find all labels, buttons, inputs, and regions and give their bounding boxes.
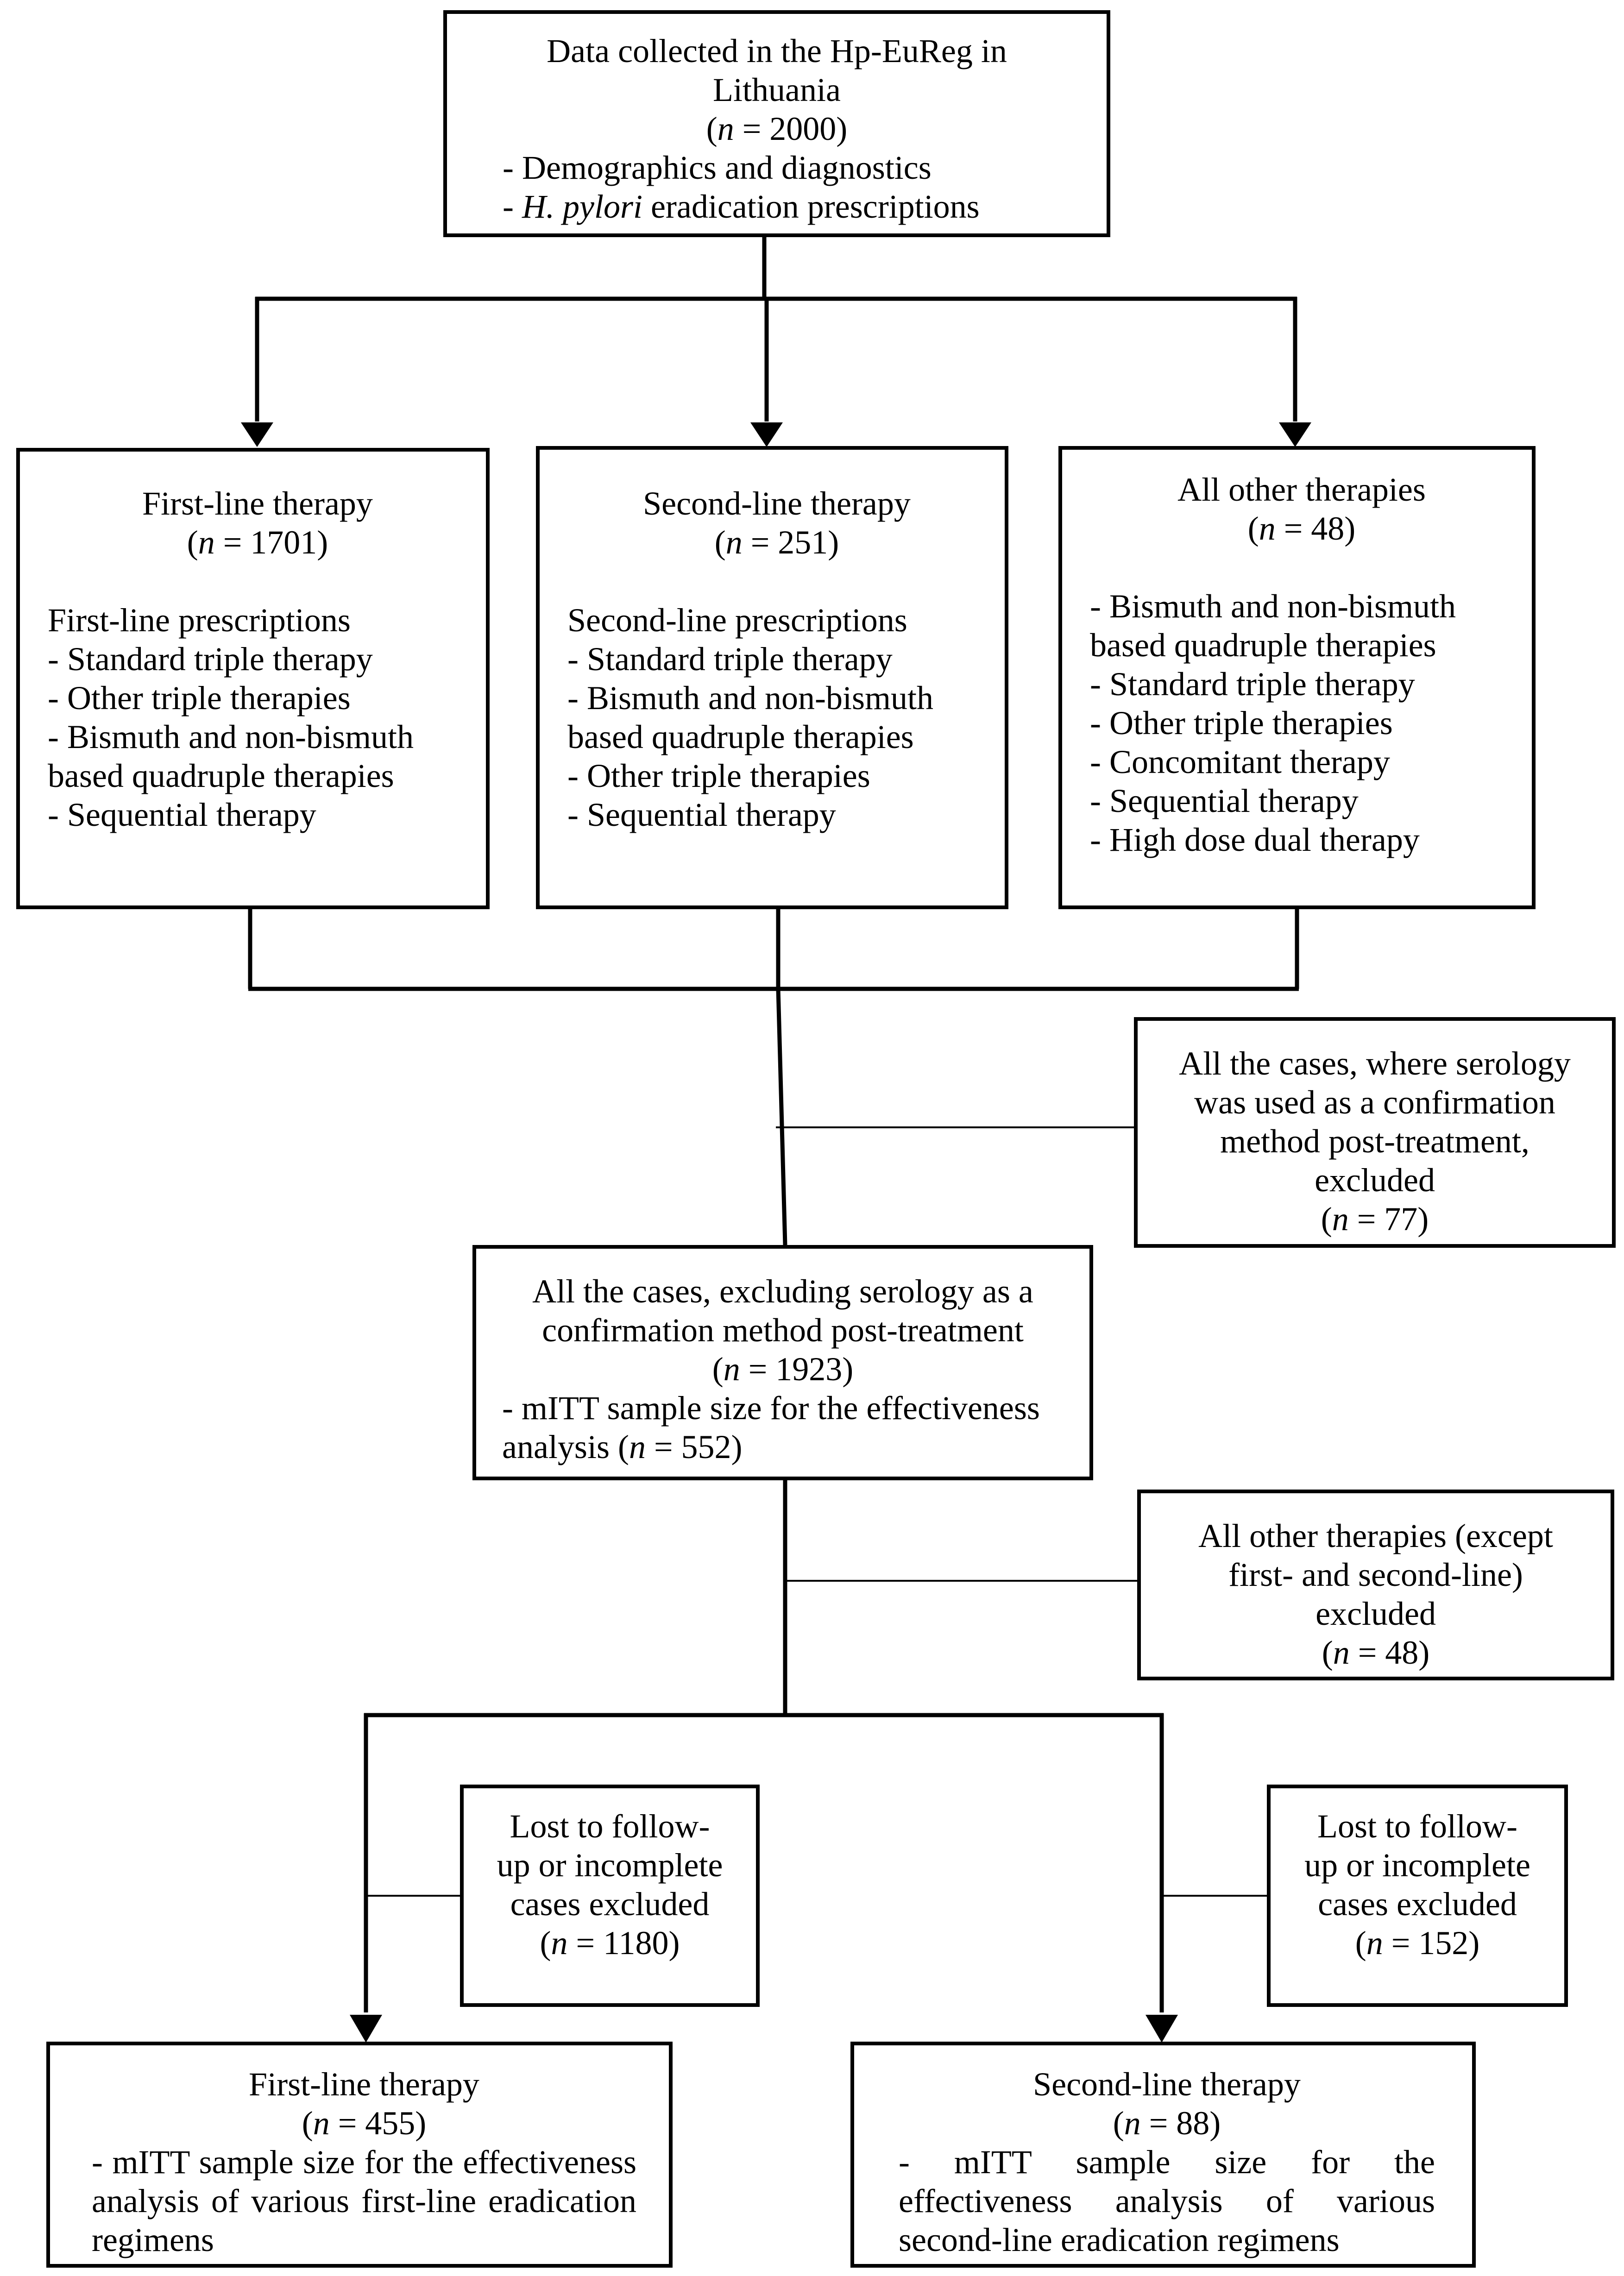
registry-title-line1: Data collected in the Hp-EuReg in	[547, 32, 1007, 69]
registry-n: (n = 2000)	[706, 110, 848, 147]
all-cases-text: All the cases, excluding serology as a c…	[532, 1273, 1033, 1349]
first-line-item: - Standard triple therapy	[48, 641, 373, 678]
other-therapies-item: - Other triple therapies	[1090, 704, 1393, 742]
second-line-item: - Sequential therapy	[567, 796, 836, 833]
second-line-box: Second-line therapy (n = 251) Second-lin…	[536, 446, 1008, 909]
arrowhead-first-line	[241, 422, 273, 447]
final-second-item: - mITT sample size for the effectiveness…	[899, 2144, 1435, 2258]
other-therapies-item: - Bismuth and non-bismuth based quadrupl…	[1090, 588, 1456, 664]
all-cases-n: (n = 1923)	[712, 1351, 854, 1388]
registry-item-demographics: - Demographics and diagnostics	[503, 149, 932, 186]
second-line-title: Second-line therapy	[643, 485, 911, 522]
final-first-title: First-line therapy	[249, 2066, 479, 2103]
registry-box: Data collected in the Hp-EuReg in Lithua…	[443, 10, 1110, 237]
registry-item-prescriptions: - H. pylori eradication prescriptions	[503, 188, 980, 225]
registry-list: - Demographics and diagnostics - H. pylo…	[475, 148, 1079, 226]
lost-first-box: Lost to follow-up or incomplete cases ex…	[460, 1785, 760, 2007]
first-line-item: - Other triple therapies	[48, 679, 351, 717]
first-line-list: - Standard triple therapy - Other triple…	[48, 640, 465, 834]
connector-mid-trunk	[776, 988, 787, 1245]
other-excluded-n: (n = 48)	[1322, 1634, 1430, 1671]
other-therapies-item: - Standard triple therapy	[1090, 666, 1415, 703]
lost-first-n: (n = 1180)	[540, 1924, 680, 1962]
lost-second-n: (n = 152)	[1355, 1924, 1480, 1962]
first-line-box: First-line therapy (n = 1701) First-line…	[16, 448, 490, 909]
final-second-title: Second-line therapy	[1033, 2066, 1301, 2103]
final-second-box: Second-line therapy (n = 88) - mITT samp…	[850, 2042, 1476, 2268]
lost-second-text: Lost to follow-up or incomplete cases ex…	[1304, 1808, 1530, 1923]
arrowhead-final-first	[350, 2015, 382, 2043]
first-line-n: (n = 1701)	[187, 524, 328, 561]
first-line-item: - Bismuth and non-bismuth based quadrupl…	[48, 718, 414, 794]
all-cases-item: - mITT sample size for the effectiveness…	[502, 1389, 1040, 1465]
registry-title-line2: Lithuania	[713, 71, 841, 108]
arrowhead-second-line	[750, 422, 783, 447]
other-excluded-box: All other therapies (except first- and s…	[1137, 1490, 1614, 1680]
serology-excluded-text: All the cases, where serology was used a…	[1179, 1045, 1571, 1199]
other-therapies-item: - High dose dual therapy	[1090, 821, 1420, 858]
second-line-item: - Bismuth and non-bismuth based quadrupl…	[567, 679, 934, 755]
second-line-list: - Standard triple therapy - Bismuth and …	[567, 640, 980, 834]
serology-excluded-box: All the cases, where serology was used a…	[1134, 1017, 1616, 1248]
other-excluded-text: All other therapies (except first- and s…	[1198, 1517, 1553, 1632]
second-line-list-title: Second-line prescriptions	[567, 602, 907, 639]
second-line-prescriptions: Second-line prescriptions - Standard tri…	[567, 601, 980, 834]
other-therapies-n: (n = 48)	[1247, 510, 1356, 547]
other-therapies-title: All other therapies	[1177, 471, 1426, 508]
first-line-list-title: First-line prescriptions	[48, 602, 351, 639]
arrowhead-other	[1279, 422, 1311, 447]
second-line-item: - Other triple therapies	[567, 757, 870, 794]
other-therapies-list: - Bismuth and non-bismuth based quadrupl…	[1090, 587, 1498, 859]
other-therapies-item: - Sequential therapy	[1090, 782, 1359, 819]
final-first-n: (n = 455)	[302, 2105, 427, 2142]
lost-second-box: Lost to follow-up or incomplete cases ex…	[1267, 1785, 1568, 2007]
final-first-item: - mITT sample size for the effectiveness…	[92, 2144, 636, 2258]
all-cases-box: All the cases, excluding serology as a c…	[472, 1245, 1093, 1480]
second-line-item: - Standard triple therapy	[567, 641, 893, 678]
final-first-box: First-line therapy (n = 455) - mITT samp…	[46, 2042, 673, 2268]
arrowhead-final-second	[1146, 2015, 1178, 2043]
final-second-n: (n = 88)	[1113, 2105, 1221, 2142]
lost-first-text: Lost to follow-up or incomplete cases ex…	[497, 1808, 723, 1923]
other-therapies-item: - Concomitant therapy	[1090, 743, 1390, 780]
first-line-title: First-line therapy	[142, 485, 373, 522]
first-line-prescriptions: First-line prescriptions - Standard trip…	[48, 601, 465, 834]
first-line-item: - Sequential therapy	[48, 796, 316, 833]
serology-excluded-n: (n = 77)	[1321, 1201, 1429, 1238]
second-line-n: (n = 251)	[714, 524, 839, 561]
other-therapies-box: All other therapies (n = 48) - Bismuth a…	[1058, 446, 1536, 909]
